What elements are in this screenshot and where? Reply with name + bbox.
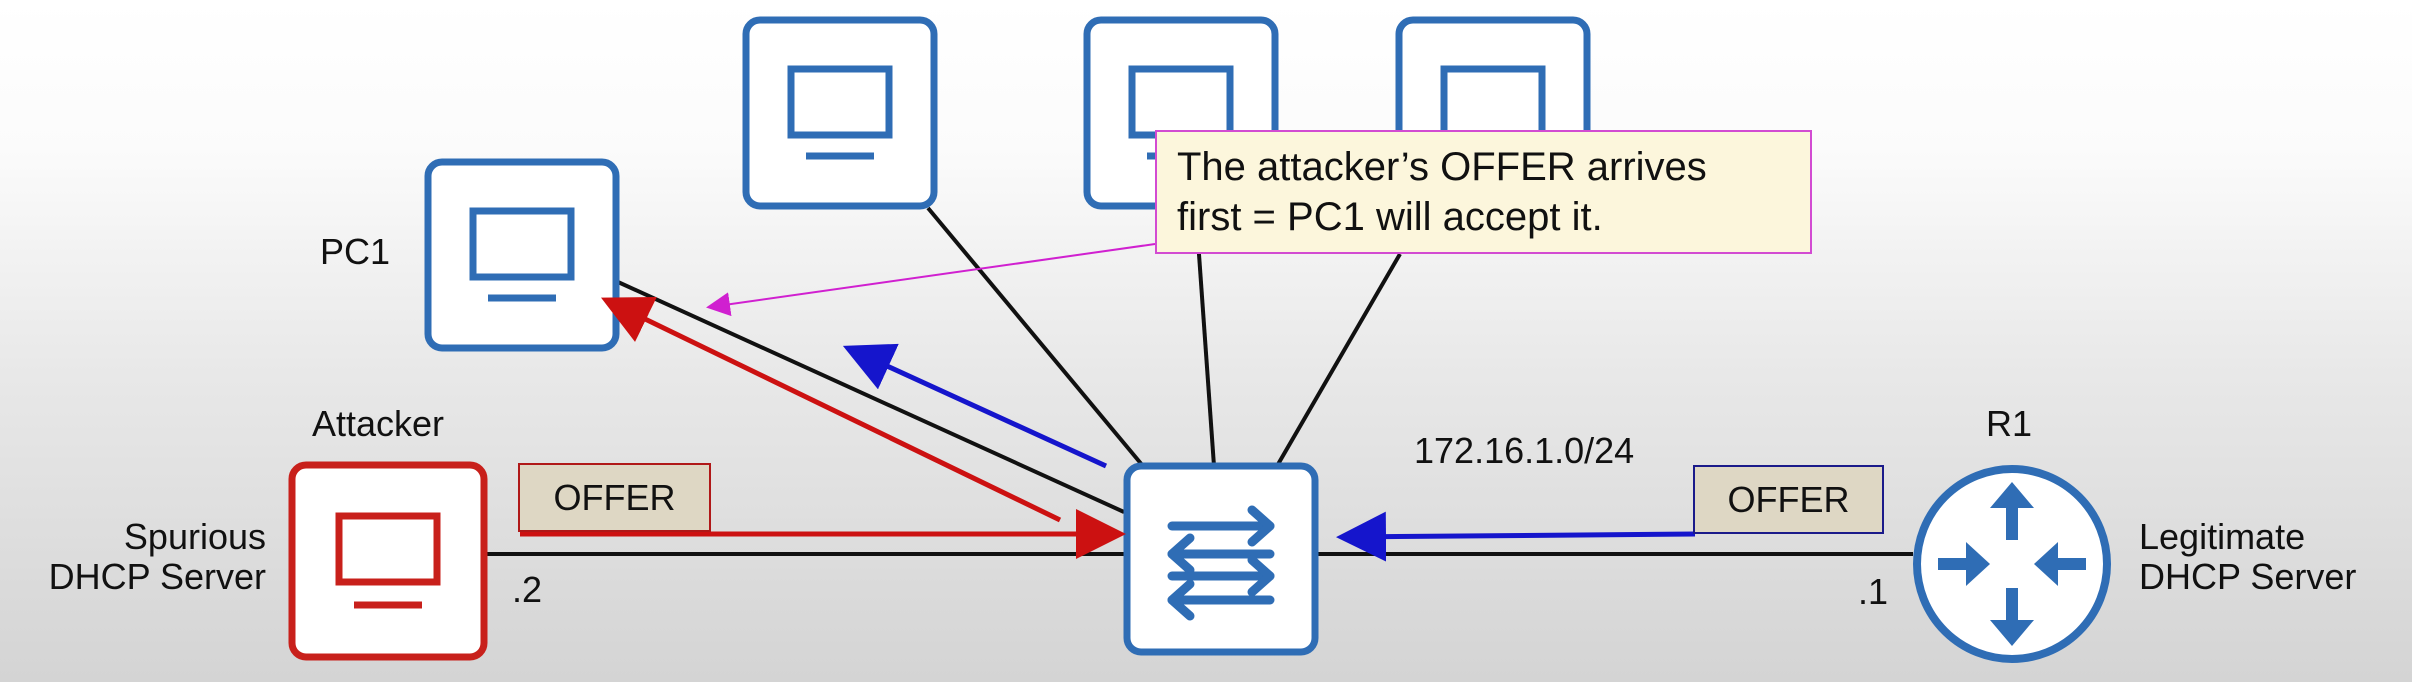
link-pc-a-switch <box>926 206 1145 468</box>
attacker-pc[interactable] <box>288 461 488 661</box>
legit-label-line1: Legitimate <box>2139 516 2306 557</box>
desktop-monitor-icon <box>787 65 893 160</box>
link-pc-c-switch <box>1275 252 1402 468</box>
callout-pointer-arrow <box>706 243 1156 317</box>
callout-line2: first = PC1 will accept it. <box>1177 195 1603 239</box>
subnet-label: 172.16.1.0/24 <box>1414 430 1635 471</box>
r1-label: R1 <box>1986 403 2033 444</box>
legit-label-line2: DHCP Server <box>2139 555 2357 597</box>
links <box>487 206 1913 556</box>
pc1-label: PC1 <box>320 231 391 272</box>
callout-note: The attacker’s OFFER arrives first = PC1… <box>1155 130 1812 254</box>
attacker-host-id-label: .2 <box>512 569 543 610</box>
spurious-label-line1: Spurious <box>123 516 266 557</box>
desktop-monitor-icon <box>335 512 441 609</box>
router-arrows-icon <box>1938 482 2086 646</box>
spurious-label-line2: DHCP Server <box>48 555 266 597</box>
desktop-monitor-icon <box>469 207 575 302</box>
pc1[interactable] <box>424 158 620 352</box>
link-pc-b-switch <box>1194 211 1216 467</box>
offer-message-attacker: OFFER <box>518 463 711 532</box>
switch[interactable] <box>1123 462 1319 656</box>
offer-message-legitimate: OFFER <box>1693 465 1884 534</box>
pc-top-left[interactable] <box>742 16 938 210</box>
arrow-offer-switch-to-pc1-blue <box>842 343 1108 469</box>
arrow-offer-r1-to-switch <box>1336 511 1696 562</box>
switch-arrows-icon <box>1167 505 1275 621</box>
r1-host-id-label: .1 <box>1858 571 1889 612</box>
router-r1[interactable] <box>1913 465 2111 663</box>
attacker-label: Attacker <box>312 403 445 444</box>
spurious-dhcp-server-label: Spurious DHCP Server <box>0 517 266 596</box>
arrow-offer-switch-to-pc1 <box>601 296 1062 523</box>
link-pc1-switch <box>617 280 1125 514</box>
callout-line1: The attacker’s OFFER arrives <box>1177 145 1707 189</box>
legitimate-dhcp-server-label: Legitimate DHCP Server <box>2139 517 2356 596</box>
